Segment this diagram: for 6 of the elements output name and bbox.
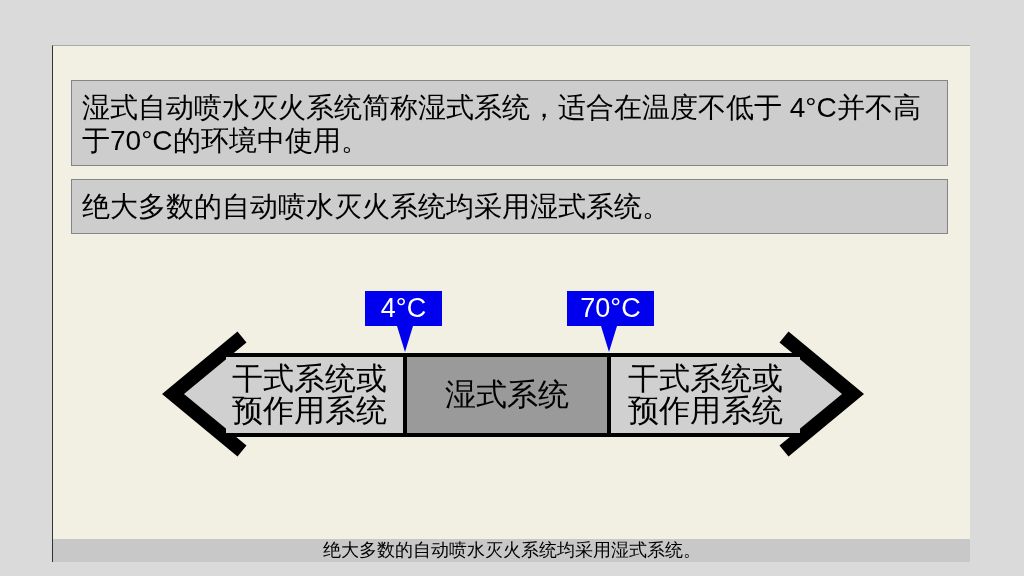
callout: 4°C — [365, 291, 442, 352]
text-panel: 湿式自动喷水灭火系统简称湿式系统，适合在温度不低于 4°C并不高于70°C的环境中使用。 — [71, 80, 948, 166]
band-segment: 湿式系统 — [403, 353, 611, 437]
text-panel: 绝大多数的自动喷水灭火系统均采用湿式系统。 — [71, 179, 948, 234]
caption-bar: 绝大多数的自动喷水灭火系统均采用湿式系统。 — [53, 539, 970, 562]
callout: 70°C — [567, 291, 654, 352]
